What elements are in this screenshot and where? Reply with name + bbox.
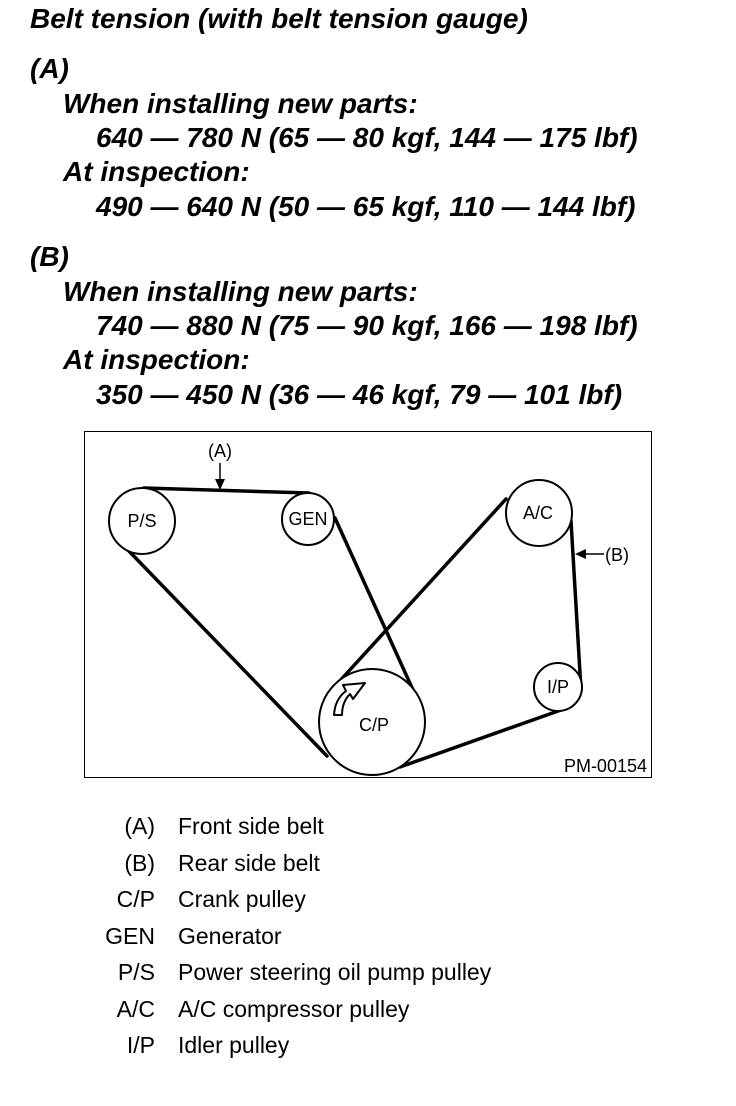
legend-description: Power steering oil pump pulley [178, 959, 492, 985]
legend-key: C/P [116, 886, 155, 912]
legend-row: C/P Crank pulley [0, 881, 736, 917]
legend-description: Rear side belt [178, 849, 320, 876]
legend-key: (A) [124, 813, 155, 839]
belt-routing-svg: (A) (B) P/S GEN A/C I/P C/P PM-00154 [108, 441, 647, 776]
rear-side-belt [335, 497, 583, 769]
legend-description: Idler pulley [178, 1032, 290, 1058]
callout-a-label: (A) [208, 441, 232, 461]
legend-key: P/S [117, 959, 155, 985]
ac-compressor-pulley [505, 479, 573, 547]
callout-a-arrowhead-icon [215, 479, 225, 490]
legend-key: GEN [105, 922, 155, 949]
ac-pulley-label: A/C [523, 503, 553, 523]
section-b-label: (B) [30, 241, 69, 272]
legend-key: (B) [124, 849, 155, 876]
belt-segment-ac-ip [569, 519, 583, 692]
spec-title: Belt tension (with belt tension gauge) [30, 3, 528, 34]
belt-segment-gen-cp [333, 516, 420, 703]
belt-segment-ps-gen [142, 486, 311, 495]
rotation-arrow-icon [333, 682, 366, 716]
legend-row: I/P Idler pulley [0, 1027, 736, 1063]
legend-row: (A) Front side belt [0, 808, 736, 844]
ip-pulley-label: I/P [547, 677, 569, 697]
cp-pulley-label: C/P [359, 715, 389, 735]
figure-id: PM-00154 [564, 756, 647, 776]
legend-description: Front side belt [178, 813, 324, 839]
legend-key: A/C [116, 995, 155, 1022]
section-b-new-parts-heading: When installing new parts: [63, 276, 418, 307]
generator-pulley [281, 492, 335, 546]
legend-row: A/C A/C compressor pulley [0, 991, 736, 1027]
gen-pulley-label: GEN [288, 509, 327, 529]
belt-segment-cp-ac [335, 497, 508, 686]
callout-b-arrowhead-icon [575, 549, 586, 559]
section-a-inspection-value: 490 — 640 N (50 — 65 kgf, 110 — 144 lbf) [96, 191, 636, 222]
front-side-belt [123, 486, 420, 758]
section-b-inspection-heading: At inspection: [63, 344, 250, 375]
section-a-inspection-heading: At inspection: [63, 156, 250, 187]
power-steering-pulley [108, 487, 176, 555]
legend-description: A/C compressor pulley [178, 995, 410, 1022]
section-b-inspection-value: 350 — 450 N (36 — 46 kgf, 79 — 101 lbf) [96, 379, 623, 410]
idler-pulley [533, 662, 583, 712]
section-b-new-parts-value: 740 — 880 N (75 — 90 kgf, 166 — 198 lbf) [96, 310, 638, 341]
section-a-new-parts-heading: When installing new parts: [63, 88, 418, 119]
ps-pulley-label: P/S [127, 511, 156, 531]
belt-segment-ip-cp [398, 708, 563, 769]
belt-segment-ps-cp [123, 545, 329, 758]
legend-description: Crank pulley [178, 886, 306, 912]
legend-row: GEN Generator [0, 918, 736, 954]
legend-row: P/S Power steering oil pump pulley [0, 954, 736, 990]
section-a-label: (A) [30, 53, 69, 84]
section-a-new-parts-value: 640 — 780 N (65 — 80 kgf, 144 — 175 lbf) [96, 122, 638, 153]
belt-routing-diagram: (A) (B) P/S GEN A/C I/P C/P PM-00154 [84, 431, 652, 778]
legend-key: I/P [126, 1032, 155, 1058]
callout-b-label: (B) [605, 545, 629, 565]
legend-description: Generator [178, 922, 282, 949]
legend-row: (B) Rear side belt [0, 845, 736, 881]
